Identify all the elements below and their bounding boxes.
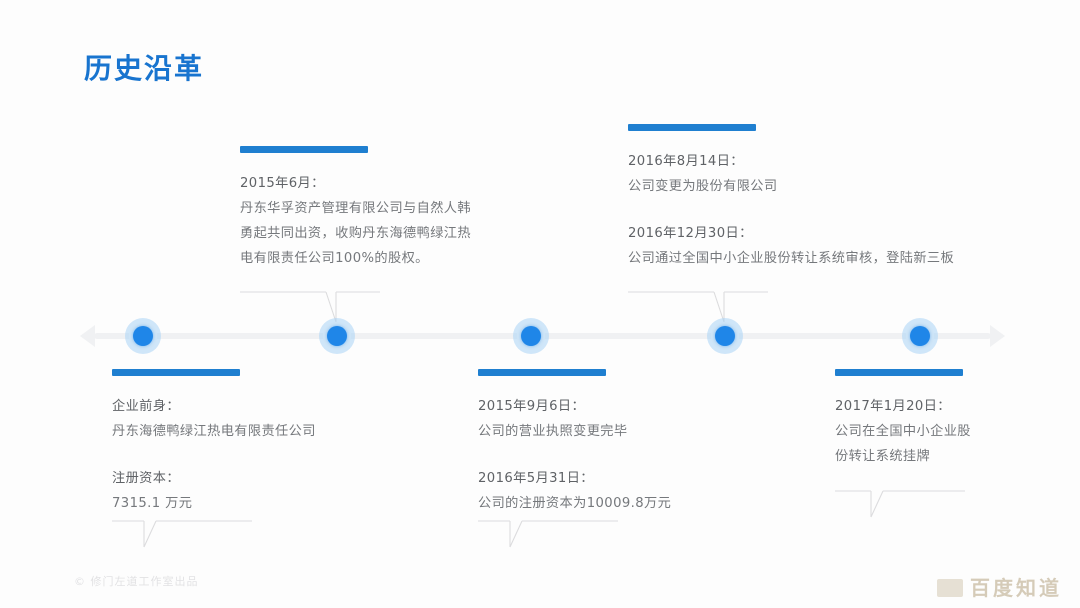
accent-bar-event-2 xyxy=(240,146,368,153)
accent-bar-event-5 xyxy=(835,369,963,376)
event-5-entry-1-head: 2017年1月20日： xyxy=(835,399,951,414)
event-4-entry-2-body: 公司通过全国中小企业股份转让系统审核，登陆新三板 xyxy=(628,251,955,266)
event-5-entry-1: 2017年1月20日： 公司在全国中小企业股份转让系统挂牌 xyxy=(835,394,983,469)
event-1-entry-2-body: 7315.1 万元 xyxy=(112,496,193,511)
event-1-entry-2-head: 注册资本： xyxy=(112,471,180,486)
event-4-entry-2: 2016年12月30日： 公司通过全国中小企业股份转让系统审核，登陆新三板 xyxy=(628,221,958,271)
timeline-node-4[interactable] xyxy=(707,318,743,354)
accent-bar-event-3 xyxy=(478,369,606,376)
event-block-1: 企业前身： 丹东海德鸭绿江热电有限责任公司 注册资本： 7315.1 万元 xyxy=(112,369,362,516)
event-4-entry-1-head: 2016年8月14日： xyxy=(628,154,744,169)
timeline-node-5[interactable] xyxy=(902,318,938,354)
event-block-5: 2017年1月20日： 公司在全国中小企业股份转让系统挂牌 xyxy=(835,369,983,469)
event-3-entry-1-head: 2015年9月6日： xyxy=(478,399,586,414)
event-3-entry-2: 2016年5月31日： 公司的注册资本为10009.8万元 xyxy=(478,466,738,516)
node-dot xyxy=(327,326,347,346)
connector-event-5 xyxy=(835,483,965,521)
timeline-node-2[interactable] xyxy=(319,318,355,354)
page-title: 历史沿革 xyxy=(84,52,205,85)
event-5-entry-1-body: 公司在全国中小企业股份转让系统挂牌 xyxy=(835,424,971,464)
timeline-node-3[interactable] xyxy=(513,318,549,354)
connector-event-1 xyxy=(112,513,252,551)
event-block-2: 2015年6月： 丹东华孚资产管理有限公司与自然人韩勇起共同出资，收购丹东海德鸭… xyxy=(240,146,483,271)
event-3-entry-1: 2015年9月6日： 公司的营业执照变更完毕 xyxy=(478,394,738,444)
event-2-entry-1-body: 丹东华孚资产管理有限公司与自然人韩勇起共同出资，收购丹东海德鸭绿江热电有限责任公… xyxy=(240,201,471,266)
brand-mark-icon xyxy=(937,579,963,597)
paragraph-gap xyxy=(478,444,738,466)
accent-bar-event-1 xyxy=(112,369,240,376)
node-dot xyxy=(521,326,541,346)
event-2-entry-1: 2015年6月： 丹东华孚资产管理有限公司与自然人韩勇起共同出资，收购丹东海德鸭… xyxy=(240,171,483,271)
event-4-entry-1: 2016年8月14日： 公司变更为股份有限公司 xyxy=(628,149,958,199)
event-1-entry-2: 注册资本： 7315.1 万元 xyxy=(112,466,362,516)
accent-bar-event-4 xyxy=(628,124,756,131)
axis-arrow-left-icon xyxy=(80,325,95,347)
event-block-3: 2015年9月6日： 公司的营业执照变更完毕 2016年5月31日： 公司的注册… xyxy=(478,369,738,516)
event-1-entry-1-body: 丹东海德鸭绿江热电有限责任公司 xyxy=(112,424,316,439)
event-1-entry-1: 企业前身： 丹东海德鸭绿江热电有限责任公司 xyxy=(112,394,362,444)
node-dot xyxy=(133,326,153,346)
axis-arrow-right-icon xyxy=(990,325,1005,347)
timeline-node-1[interactable] xyxy=(125,318,161,354)
event-3-entry-2-head: 2016年5月31日： xyxy=(478,471,594,486)
footer-credit: © 修门左道工作室出品 xyxy=(74,575,199,588)
event-1-entry-1-head: 企业前身： xyxy=(112,399,180,414)
connector-event-3 xyxy=(478,513,618,551)
event-block-4: 2016年8月14日： 公司变更为股份有限公司 2016年12月30日： 公司通… xyxy=(628,124,958,271)
brand-watermark-label: 百度知道 xyxy=(970,576,1062,600)
event-3-entry-2-body: 公司的注册资本为10009.8万元 xyxy=(478,496,672,511)
event-2-entry-1-head: 2015年6月： xyxy=(240,176,325,191)
brand-watermark: 百度知道 xyxy=(937,572,1062,601)
event-4-entry-1-body: 公司变更为股份有限公司 xyxy=(628,179,778,194)
paragraph-gap xyxy=(112,444,362,466)
paragraph-gap xyxy=(628,199,958,221)
node-dot xyxy=(715,326,735,346)
event-3-entry-1-body: 公司的营业执照变更完毕 xyxy=(478,424,628,439)
node-dot xyxy=(910,326,930,346)
event-4-entry-2-head: 2016年12月30日： xyxy=(628,226,753,241)
